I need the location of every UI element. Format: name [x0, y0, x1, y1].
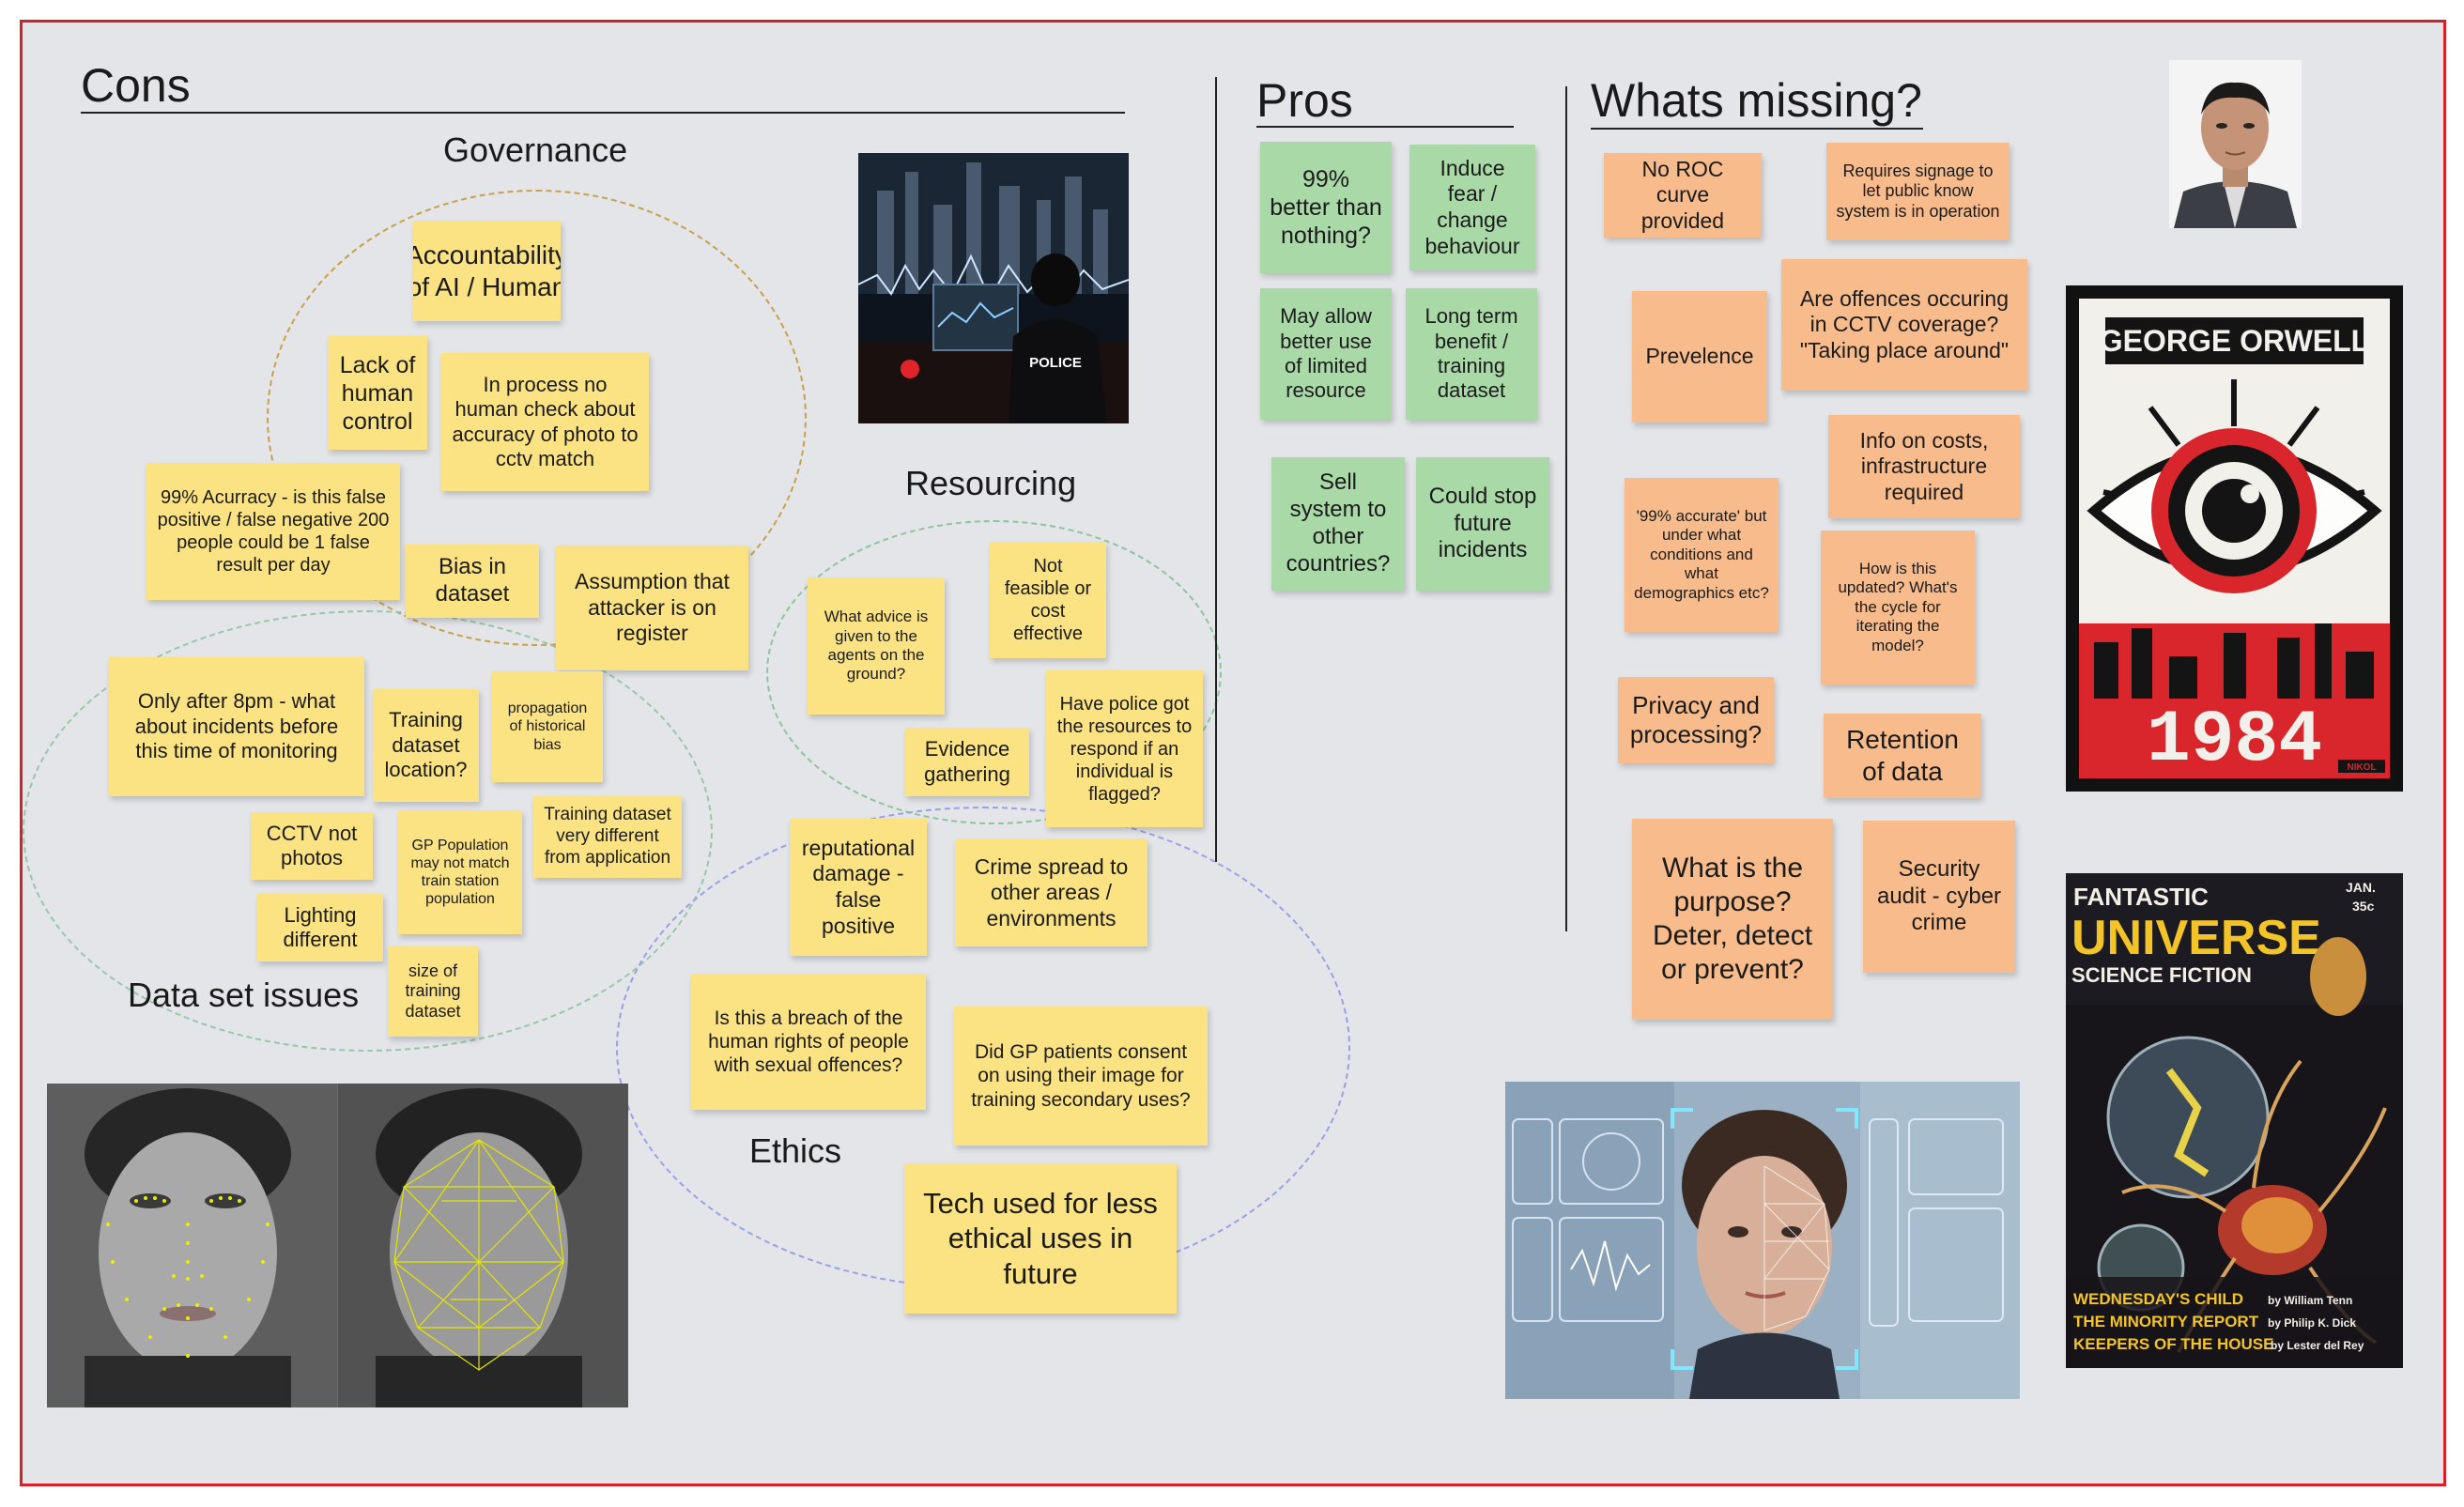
magazine-story1: WEDNESDAY'S CHILD	[2073, 1290, 2243, 1308]
pros-title: Pros	[1256, 74, 1353, 127]
sticky-note[interactable]: Induce fear / change behaviour	[1409, 145, 1535, 270]
sticky-note[interactable]: Is this a breach of the human rights of …	[691, 974, 926, 1110]
magazine-story2: THE MINORITY REPORT	[2073, 1313, 2259, 1330]
sticky-note[interactable]: Requires signage to let public know syst…	[1826, 143, 2010, 240]
sticky-note[interactable]: Retention of data	[1824, 714, 1981, 798]
pros-underline	[1256, 126, 1514, 128]
divider-cons-pros	[1215, 77, 1217, 862]
orwell-title-text: 1984	[2147, 700, 2322, 782]
magazine-date: JAN.	[2346, 880, 2376, 895]
sticky-note[interactable]: Privacy and processing?	[1618, 677, 1774, 763]
cons-underline	[81, 112, 1125, 114]
sticky-note[interactable]: Crime spread to other areas / environmen…	[955, 839, 1147, 946]
sticky-note[interactable]: How is this updated? What's the cycle fo…	[1821, 531, 1975, 684]
cons-title: Cons	[81, 59, 191, 112]
magazine-line2: UNIVERSE	[2071, 911, 2321, 965]
face-scan-image	[1505, 1082, 2020, 1399]
dataset-ring	[23, 610, 713, 1052]
sticky-note[interactable]: Security audit - cyber crime	[1863, 821, 2015, 973]
sticky-note[interactable]: size of training dataset	[388, 946, 478, 1037]
missing-title: Whats missing?	[1591, 74, 1922, 127]
orwell-1984-poster: GEORGE ORWELL 1984 NIKOL	[2066, 285, 2403, 792]
sticky-note[interactable]: CCTV not photos	[251, 812, 373, 880]
sticky-note[interactable]: '99% accurate' but under what conditions…	[1625, 478, 1779, 632]
magazine-line1: FANTASTIC	[2073, 883, 2209, 911]
sticky-note[interactable]: Evidence gathering	[905, 728, 1029, 796]
sticky-note[interactable]: reputational damage - false positive	[790, 819, 927, 956]
sticky-note[interactable]: Lack of human control	[328, 336, 427, 450]
sticky-note[interactable]: Did GP patients consent on using their i…	[954, 1007, 1208, 1146]
sticky-note[interactable]: propagation of historical bias	[492, 671, 603, 782]
sticky-note[interactable]: What is the purpose? Deter, detect or pr…	[1632, 819, 1833, 1020]
sticky-note[interactable]: In process no human check about accuracy…	[441, 353, 649, 491]
sticky-note[interactable]: Assumption that attacker is on register	[556, 546, 748, 670]
governance-label: Governance	[443, 131, 628, 169]
sticky-note[interactable]: Info on costs, infrastructure required	[1828, 415, 2020, 518]
orwell-author-text: GEORGE ORWELL	[2100, 324, 2369, 358]
dataset-label: Data set issues	[128, 976, 360, 1014]
sticky-note[interactable]: Long term benefit / training dataset	[1406, 288, 1537, 420]
sticky-note[interactable]: Training dataset location?	[373, 689, 479, 802]
magazine-story3: KEEPERS OF THE HOUSE	[2073, 1335, 2273, 1353]
sticky-note[interactable]: Are offences occuring in CCTV coverage? …	[1781, 259, 2027, 391]
sticky-note[interactable]: Sell system to other countries?	[1271, 457, 1405, 591]
sticky-note[interactable]: Have police got the resources to respond…	[1046, 670, 1203, 827]
sticky-note[interactable]: 99% Acurracy - is this false positive / …	[146, 463, 400, 600]
orwell-artist-text: NIKOL	[2347, 762, 2376, 773]
missing-underline	[1591, 128, 1923, 130]
sticky-note[interactable]: May allow better use of limited resource	[1260, 288, 1392, 420]
sticky-note[interactable]: Training dataset very different from app…	[533, 796, 682, 878]
face-landmark-image	[47, 1084, 628, 1407]
divider-pros-missing	[1565, 86, 1567, 931]
sticky-note[interactable]: GP Population may not match train statio…	[398, 810, 522, 934]
sticky-note[interactable]: Could stop future incidents	[1416, 457, 1549, 591]
sticky-note[interactable]: Not feasible or cost effective	[990, 542, 1106, 658]
police-operator-image: POLICE	[858, 153, 1129, 423]
sticky-note[interactable]: Tech used for less ethical uses in futur…	[904, 1163, 1177, 1314]
sticky-note[interactable]: Bias in dataset	[406, 545, 539, 618]
sticky-note[interactable]: What advice is given to the agents on th…	[808, 577, 945, 715]
ethics-label: Ethics	[749, 1131, 842, 1170]
sticky-note[interactable]: 99% better than nothing?	[1260, 142, 1392, 273]
sticky-note[interactable]: Only after 8pm - what about incidents be…	[109, 657, 364, 796]
police-badge-text: POLICE	[1029, 355, 1082, 371]
whiteboard-frame[interactable]: Cons Governance Resourcing Data set issu…	[20, 20, 2446, 1486]
sticky-note[interactable]: Lighting different	[257, 894, 383, 961]
magazine-author2: by Philip K. Dick	[2268, 1316, 2356, 1330]
sticky-note[interactable]: Accountability of AI / Human	[413, 221, 561, 321]
portrait-photo	[2169, 60, 2302, 228]
fantastic-universe-cover: FANTASTIC UNIVERSE SCIENCE FICTION JAN. …	[2066, 873, 2403, 1368]
sticky-note[interactable]: Prevelence	[1632, 291, 1767, 423]
magazine-author1: by William Tenn	[2268, 1294, 2352, 1307]
magazine-line3: SCIENCE FICTION	[2071, 963, 2252, 987]
magazine-price: 35c	[2352, 899, 2375, 914]
magazine-author3: by Lester del Rey	[2271, 1339, 2364, 1352]
sticky-note[interactable]: No ROC curve provided	[1604, 153, 1762, 238]
resourcing-label: Resourcing	[905, 464, 1077, 502]
